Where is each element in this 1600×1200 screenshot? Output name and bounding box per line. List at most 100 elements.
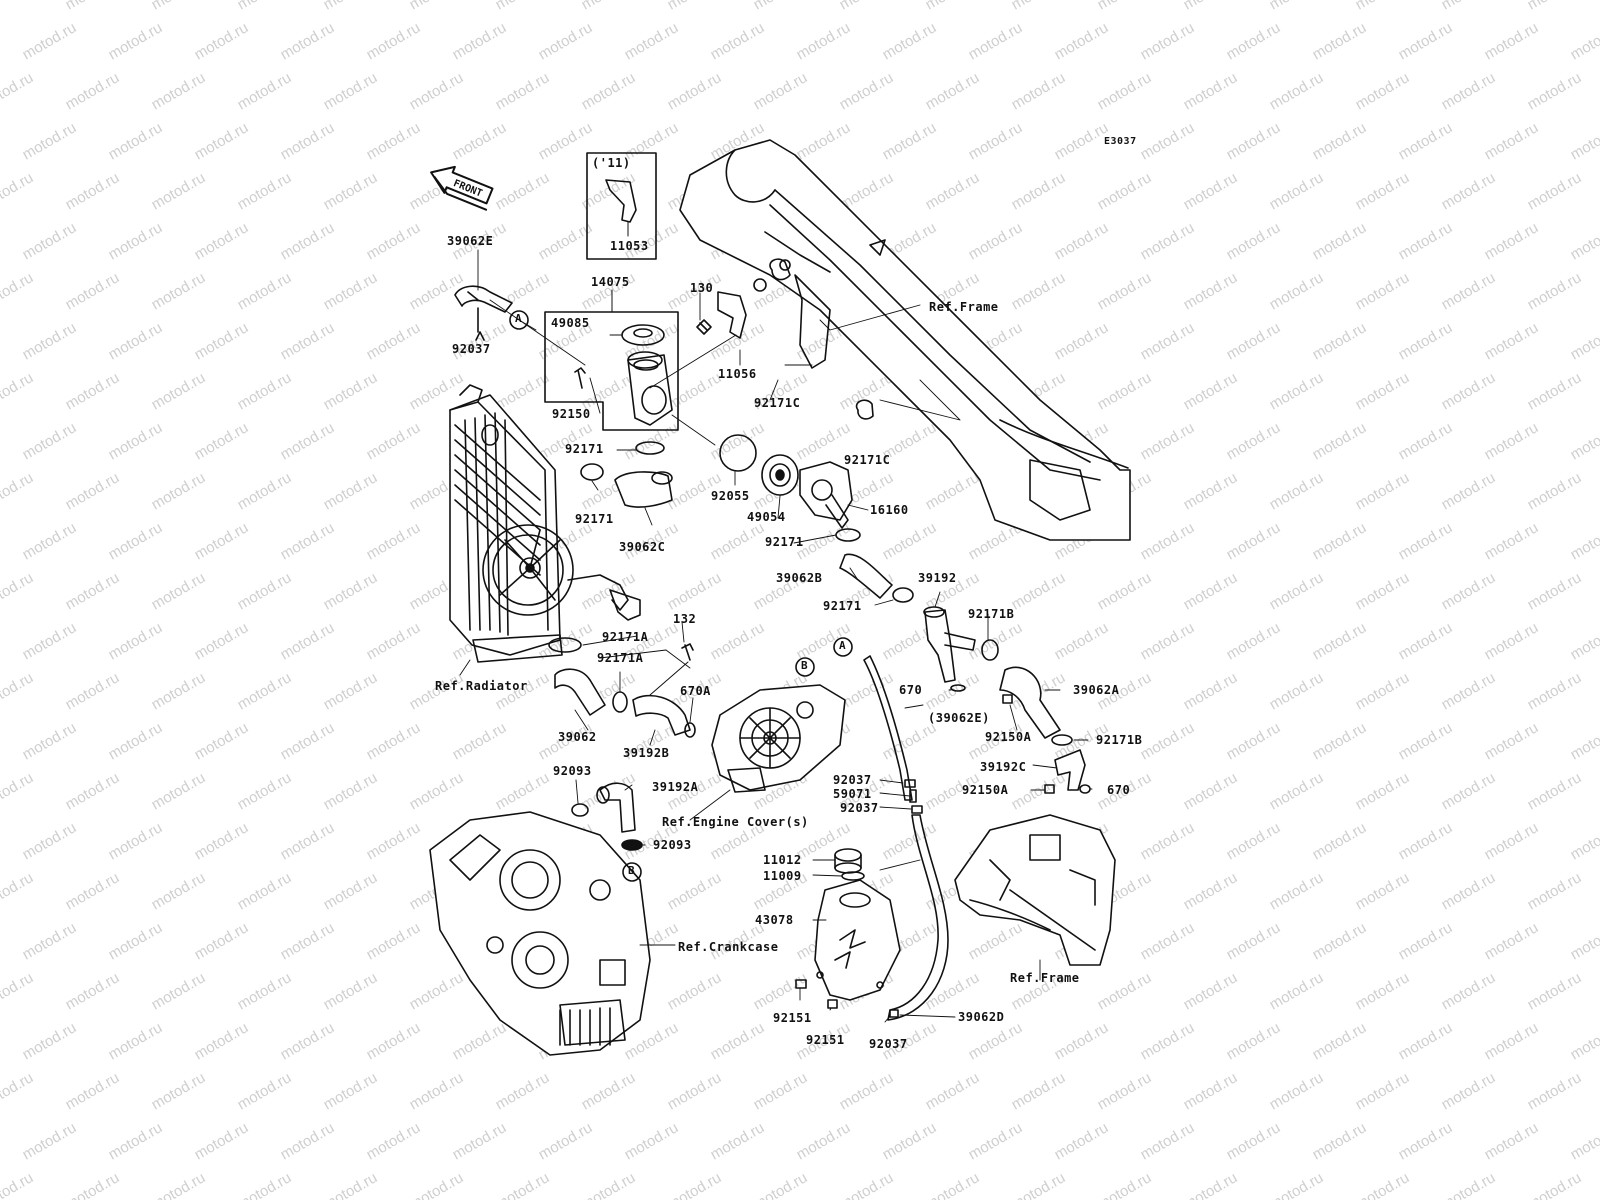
part-130: 130 xyxy=(690,281,714,295)
clamp-92171-radiator xyxy=(580,463,604,481)
fan-shroud xyxy=(482,524,574,616)
clamp-92171-tee xyxy=(892,587,914,603)
clamp-92171a-radiator xyxy=(548,637,582,653)
part-92171-radiator: 92171 xyxy=(575,512,614,526)
part-39062e-ref: (39062E) xyxy=(928,711,990,725)
callout-b-top xyxy=(795,657,815,677)
hose-39062 xyxy=(554,668,606,716)
ref-frame-top: Ref.Frame xyxy=(929,300,999,314)
part-670-lower: 670 xyxy=(1107,783,1131,797)
part-92171-tee: 92171 xyxy=(823,599,862,613)
diagram-code: E3037 xyxy=(1104,136,1137,147)
part-92037-top: 92037 xyxy=(452,342,491,356)
o-ring-670a xyxy=(684,722,696,738)
radiator xyxy=(449,384,641,663)
clip-92037-c xyxy=(889,1009,899,1018)
part-92171a-upper: 92171A xyxy=(602,630,649,644)
part-16160: 16160 xyxy=(870,503,909,517)
frame-lower xyxy=(954,814,1116,966)
part-92037-b: 92037 xyxy=(840,801,879,815)
part-92037-c: 92037 xyxy=(869,1037,908,1051)
part-59071: 59071 xyxy=(833,787,872,801)
part-92151-right: 92151 xyxy=(806,1033,845,1047)
seal-92093-upper xyxy=(571,803,589,817)
hose-39062c xyxy=(614,471,673,508)
part-92093-upper: 92093 xyxy=(553,764,592,778)
part-92037-a: 92037 xyxy=(833,773,872,787)
part-11053: 11053 xyxy=(610,239,649,253)
part-39062d: 39062D xyxy=(958,1010,1005,1024)
fitting-39192 xyxy=(924,609,956,683)
bolt-92150a-lower xyxy=(1044,784,1055,794)
part-92151-left: 92151 xyxy=(773,1011,812,1025)
thermostat-housing-16160 xyxy=(799,461,853,529)
part-39192b: 39192B xyxy=(623,746,670,760)
callout-a-top-letter: A xyxy=(515,312,523,325)
year-note: ('11) xyxy=(592,156,631,170)
bolt-92150a-upper xyxy=(1002,694,1013,704)
callout-b-bottom xyxy=(622,862,642,882)
part-92171-housing: 92171 xyxy=(765,535,804,549)
crankcase xyxy=(429,811,651,1056)
reservoir-tank-43078 xyxy=(814,879,901,1001)
clamp-92171c-lower xyxy=(855,399,874,420)
clip-92037-a xyxy=(904,779,916,788)
part-92093-lower: 92093 xyxy=(653,838,692,852)
bracket-11056 xyxy=(717,291,747,339)
o-ring-670-upper xyxy=(950,684,966,692)
part-39192: 39192 xyxy=(918,571,957,585)
part-39062a: 39062A xyxy=(1073,683,1120,697)
thermostat-49054 xyxy=(761,454,799,496)
bracket-11053 xyxy=(605,179,637,223)
o-ring-92055 xyxy=(719,434,757,472)
ref-radiator: Ref.Radiator xyxy=(435,679,528,693)
part-92150a-lower: 92150A xyxy=(962,783,1009,797)
hose-39062a xyxy=(999,666,1061,739)
clamp-92171b-lower xyxy=(1051,734,1073,746)
filler-neck xyxy=(627,354,673,426)
bolt-92150 xyxy=(574,367,586,389)
part-92150a-upper: 92150A xyxy=(985,730,1032,744)
clamp-92171-upper-neck xyxy=(635,441,665,455)
part-92171a-lower: 92171A xyxy=(597,651,644,665)
callout-a-top xyxy=(509,310,529,330)
hose-39062d xyxy=(887,814,949,1021)
part-11056: 11056 xyxy=(718,367,757,381)
seal-92093-lower xyxy=(621,839,643,851)
part-92150: 92150 xyxy=(552,407,591,421)
bolt-130 xyxy=(696,319,712,335)
part-670-upper: 670 xyxy=(899,683,923,697)
part-11012: 11012 xyxy=(763,853,802,867)
pipe-39192b xyxy=(632,694,691,736)
joint-59071 xyxy=(909,789,917,803)
part-39192a: 39192A xyxy=(652,780,699,794)
part-39062c: 39062C xyxy=(619,540,666,554)
engine-cover-water-pump xyxy=(711,684,846,793)
part-39192c: 39192C xyxy=(980,760,1027,774)
part-92171-neck: 92171 xyxy=(565,442,604,456)
ref-crankcase: Ref.Crankcase xyxy=(678,940,779,954)
part-132: 132 xyxy=(673,612,697,626)
clip-92037-b xyxy=(911,805,923,814)
part-92171b-lower: 92171B xyxy=(1096,733,1143,747)
callout-b-bottom-letter: B xyxy=(628,864,636,877)
part-11009: 11009 xyxy=(763,869,802,883)
part-14075: 14075 xyxy=(591,275,630,289)
bolt-132 xyxy=(681,643,694,661)
part-92171c-upper: 92171C xyxy=(754,396,801,410)
part-39062b: 39062B xyxy=(776,571,823,585)
part-39062: 39062 xyxy=(558,730,597,744)
assembly-box-14075 xyxy=(544,311,679,431)
bolt-92151-left xyxy=(795,979,807,989)
clamp-92171c-upper xyxy=(769,258,791,281)
year-bracket-box xyxy=(586,152,657,260)
part-39062e: 39062E xyxy=(447,234,494,248)
callout-b-top-letter: B xyxy=(801,659,809,672)
clamp-92171b-upper xyxy=(981,639,999,661)
hose-39062e-long xyxy=(863,655,913,801)
o-ring-670-lower xyxy=(1079,784,1091,794)
part-49085: 49085 xyxy=(551,316,590,330)
part-92171c-lower: 92171C xyxy=(844,453,891,467)
part-92171b-upper: 92171B xyxy=(968,607,1015,621)
